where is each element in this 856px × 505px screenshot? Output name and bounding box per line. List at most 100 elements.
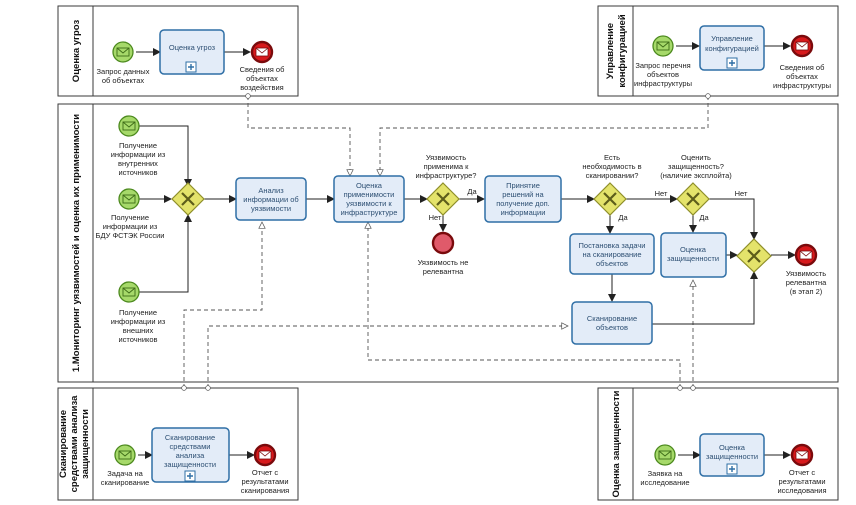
svg-text:релевантна: релевантна — [423, 267, 464, 276]
pool-threat-title: Оценка угроз — [71, 20, 82, 83]
pool-config-title-2: конфигурацией — [617, 14, 628, 87]
pool-scan-title-2: средствами анализа — [69, 395, 80, 492]
svg-text:источников: источников — [118, 335, 157, 344]
svg-text:Оценка: Оценка — [680, 245, 707, 254]
svg-text:Запрос перечня: Запрос перечня — [635, 61, 690, 70]
gateway-need-scan: Есть необходимость в сканировании? — [582, 153, 642, 216]
task-applicability: Оценка применимости уязвимости к инфраст… — [333, 175, 405, 223]
svg-text:получение доп.: получение доп. — [496, 199, 550, 208]
start-event-threat: Запрос данных об объектах — [97, 41, 150, 85]
svg-text:средствами: средствами — [170, 442, 211, 451]
start-event-external-sources: Получение информации из внешних источник… — [111, 281, 166, 344]
envelope-icon — [656, 41, 670, 51]
flow-label-no-assess: Нет — [735, 189, 748, 198]
svg-text:применима к: применима к — [424, 162, 469, 171]
subprocess-plus-icon — [729, 60, 735, 66]
envelope-icon — [799, 250, 813, 260]
svg-text:инфраструктуры: инфраструктуры — [773, 81, 831, 90]
sequence-flows — [136, 42, 796, 459]
svg-text:Получение: Получение — [119, 308, 157, 317]
svg-text:объектов: объектов — [596, 259, 628, 268]
svg-text:применимости: применимости — [344, 190, 395, 199]
start-event-sec: Заявка на исследование — [640, 444, 690, 487]
start-event-scan: Задача на сканирование — [101, 444, 149, 487]
svg-text:Сведения об: Сведения об — [780, 63, 825, 72]
svg-text:Запрос данных: Запрос данных — [97, 67, 150, 76]
svg-text:информации: информации — [501, 208, 546, 217]
svg-text:внешних: внешних — [123, 326, 154, 335]
svg-text:Уязвимость не: Уязвимость не — [418, 258, 469, 267]
svg-text:Есть: Есть — [604, 153, 620, 162]
svg-text:внутренних: внутренних — [118, 159, 158, 168]
svg-text:Отчет с: Отчет с — [789, 468, 816, 477]
svg-text:защищенность?: защищенность? — [668, 162, 724, 171]
svg-text:Постановка задачи: Постановка задачи — [579, 241, 646, 250]
start-event-bdu: Получение информации из БДУ ФСТЭК России — [96, 188, 165, 240]
envelope-icon — [255, 47, 269, 57]
svg-text:Сканирование: Сканирование — [165, 433, 215, 442]
gateway-assess: Оценить защищенность? (наличие эксплойта… — [660, 153, 732, 216]
pool-scan-title-3: защищенности — [80, 409, 91, 479]
svg-text:Оценка: Оценка — [719, 443, 746, 452]
svg-text:инфраструктуре: инфраструктуре — [341, 208, 398, 217]
flow-label-yes-scan: Да — [618, 213, 628, 222]
svg-text:Получение: Получение — [111, 213, 149, 222]
svg-text:объектов: объектов — [596, 323, 628, 332]
gateway-applicable: Уязвимость применима к инфраструктуре? — [416, 153, 476, 216]
svg-text:Уязвимость: Уязвимость — [786, 269, 826, 278]
pool-config-title-1: Управление — [605, 23, 616, 79]
svg-text:защищенности: защищенности — [667, 254, 719, 263]
svg-text:информации из: информации из — [111, 150, 166, 159]
svg-text:БДУ ФСТЭК России: БДУ ФСТЭК России — [96, 231, 165, 240]
end-event-scan: Отчет с результатами сканирования — [241, 443, 290, 495]
flow-label-no-applicable: Нет — [429, 213, 442, 222]
start-event-config: Запрос перечня объектов инфраструктуры — [634, 35, 692, 88]
svg-text:на сканирование: на сканирование — [582, 250, 641, 259]
svg-text:Заявка на: Заявка на — [648, 469, 684, 478]
envelope-icon — [122, 194, 136, 204]
flow-label-yes-applicable: Да — [467, 187, 477, 196]
svg-text:объектах: объектах — [786, 72, 818, 81]
svg-text:Сканирование: Сканирование — [587, 314, 637, 323]
svg-text:объектах: объектах — [246, 74, 278, 83]
svg-text:уязвимости к: уязвимости к — [346, 199, 392, 208]
end-event-threat: Сведения об объектах воздействия — [240, 40, 284, 92]
svg-text:уязвимости: уязвимости — [251, 204, 291, 213]
svg-text:Оценка: Оценка — [356, 181, 383, 190]
task-threat-assessment: Оценка угроз — [159, 29, 225, 75]
svg-text:сканировании?: сканировании? — [586, 171, 639, 180]
end-event-config: Сведения об объектах инфраструктуры — [773, 34, 831, 90]
envelope-icon — [658, 450, 672, 460]
envelope-icon — [118, 450, 132, 460]
envelope-icon — [122, 121, 136, 131]
svg-text:информации из: информации из — [103, 222, 158, 231]
svg-text:Оценить: Оценить — [681, 153, 711, 162]
svg-text:Уязвимость: Уязвимость — [426, 153, 466, 162]
message-flows — [181, 93, 711, 391]
svg-text:сканирования: сканирования — [241, 486, 290, 495]
task-scan-setup: Постановка задачи на сканирование объект… — [569, 233, 655, 275]
end-event-sec: Отчет с результатами исследования — [777, 443, 827, 495]
svg-text:анализа: анализа — [176, 451, 205, 460]
start-event-internal-sources: Получение информации из внутренних источ… — [111, 115, 166, 177]
svg-text:Принятие: Принятие — [506, 181, 540, 190]
pool-scan-title-1: Сканирование — [58, 410, 69, 478]
svg-text:воздействия: воздействия — [240, 83, 283, 92]
task-config-management: Управление конфигурацией — [699, 25, 765, 71]
task-analysis: Анализ информации об уязвимости — [235, 177, 307, 221]
task-sec-subprocess: Оценка защищенности — [699, 433, 765, 477]
envelope-icon — [795, 450, 809, 460]
envelope-icon — [122, 287, 136, 297]
svg-text:результатами: результатами — [778, 477, 825, 486]
svg-text:защищенности: защищенности — [706, 452, 758, 461]
svg-text:исследование: исследование — [640, 478, 689, 487]
end-event-not-relevant: Уязвимость не релевантна — [418, 231, 469, 276]
svg-text:информации об: информации об — [243, 195, 298, 204]
task-scan-subprocess: Сканирование средствами анализа защищенн… — [151, 427, 230, 483]
gateway-merge-sources — [171, 182, 205, 216]
svg-text:инфраструктуры: инфраструктуры — [634, 79, 692, 88]
flow-label-yes-assess: Да — [699, 213, 709, 222]
svg-text:(наличие эксплойта): (наличие эксплойта) — [660, 171, 732, 180]
svg-text:объектов: объектов — [647, 70, 679, 79]
